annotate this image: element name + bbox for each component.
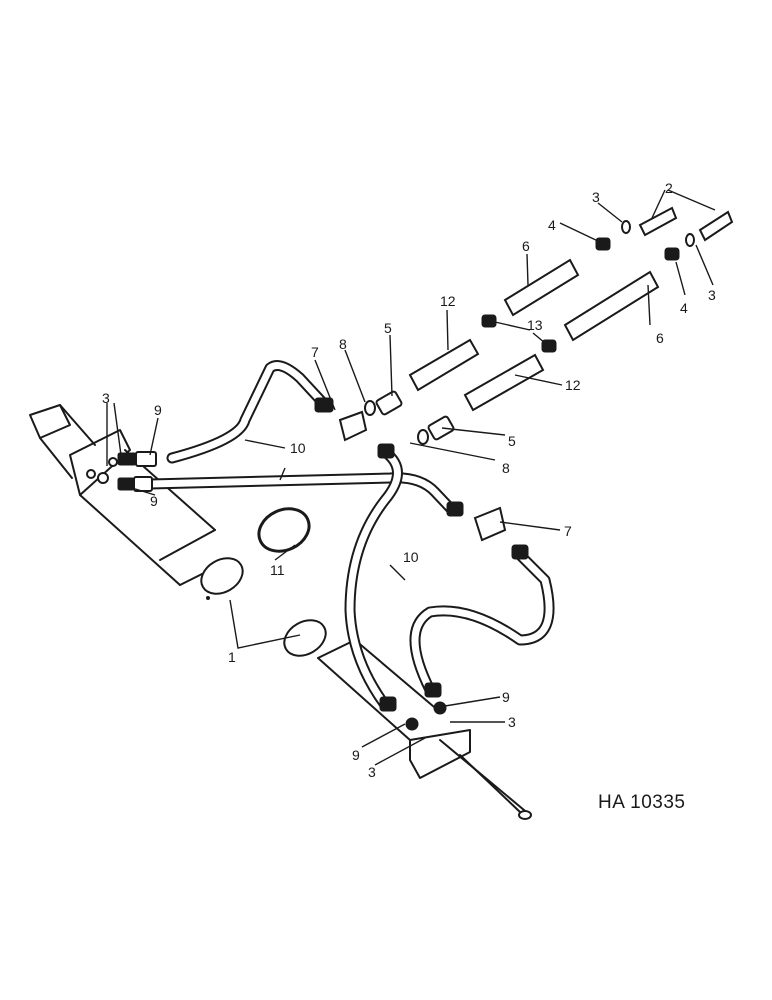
callout-9: 9 bbox=[352, 747, 360, 763]
drawing-code: HA 10335 bbox=[598, 792, 685, 813]
callout-2: 2 bbox=[665, 180, 673, 196]
callout-12: 12 bbox=[440, 293, 456, 309]
leader-lines bbox=[106, 189, 716, 766]
callouts: 1 2 3 3 3 3 3 4 4 5 5 6 6 7 7 8 8 9 9 9 … bbox=[102, 180, 716, 780]
callout-9: 9 bbox=[150, 493, 158, 509]
right-cylinder bbox=[283, 619, 532, 820]
callout-13: 13 bbox=[527, 317, 543, 333]
callout-10: 10 bbox=[403, 549, 419, 565]
upper-lines bbox=[408, 206, 734, 412]
callout-9: 9 bbox=[154, 402, 162, 418]
callout-3: 3 bbox=[368, 764, 376, 780]
callout-11: 11 bbox=[270, 562, 285, 578]
callout-7: 7 bbox=[564, 523, 572, 539]
callout-9: 9 bbox=[502, 689, 510, 705]
upper-fittings bbox=[314, 390, 529, 731]
callout-12: 12 bbox=[565, 377, 581, 393]
callout-3: 3 bbox=[708, 287, 716, 303]
callout-5: 5 bbox=[508, 433, 516, 449]
callout-1: 1 bbox=[228, 649, 236, 665]
callout-8: 8 bbox=[339, 336, 347, 352]
callout-6: 6 bbox=[656, 330, 664, 346]
callout-3: 3 bbox=[592, 189, 600, 205]
callout-3: 3 bbox=[508, 714, 516, 730]
band-clamp bbox=[257, 507, 311, 553]
callout-10: 10 bbox=[290, 440, 306, 456]
callout-4: 4 bbox=[680, 300, 688, 316]
callout-6: 6 bbox=[522, 238, 530, 254]
callout-5: 5 bbox=[384, 320, 392, 336]
hoses bbox=[144, 360, 555, 711]
left-fittings bbox=[86, 451, 157, 492]
callout-3: 3 bbox=[102, 390, 110, 406]
callout-8: 8 bbox=[502, 460, 510, 476]
callout-4: 4 bbox=[548, 217, 556, 233]
left-cylinder bbox=[29, 404, 244, 600]
callout-7: 7 bbox=[311, 344, 319, 360]
